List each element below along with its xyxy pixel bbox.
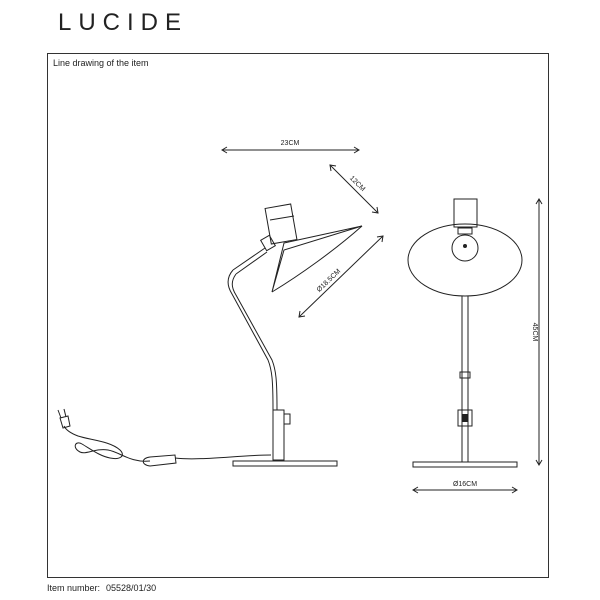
front-socket	[453, 198, 478, 228]
dim-label-shade-depth: 12CM	[348, 175, 366, 193]
side-socket-ring	[269, 215, 295, 221]
dim-label-base-diameter: Ø16CM	[453, 481, 477, 488]
plug	[59, 415, 71, 429]
dim-label-width: 23CM	[281, 140, 300, 147]
front-view-lamp	[407, 198, 523, 468]
plug-pin-b	[63, 408, 67, 418]
side-socket	[264, 203, 298, 245]
side-arm-curve-b	[231, 273, 278, 411]
side-dimension-lines	[221, 146, 384, 318]
coiled-cable	[63, 425, 151, 462]
side-lower-stem	[272, 409, 285, 461]
side-arm-curve-a	[227, 269, 274, 411]
side-switch	[283, 413, 291, 425]
dim-arrow-18-5cm-top	[376, 235, 384, 243]
front-dimension-lines	[412, 198, 543, 494]
front-bulb-filament	[463, 244, 467, 248]
dim-arrow-45cm-bottom	[535, 459, 543, 466]
front-switch-button	[462, 414, 468, 422]
plug-pin-a	[57, 409, 62, 419]
front-base	[412, 461, 518, 468]
side-shade-rim	[271, 225, 363, 293]
front-bulb	[451, 234, 479, 262]
brand-logo: LUCIDE	[58, 8, 220, 38]
front-stem-collar	[459, 371, 471, 379]
dim-arrow-45cm-top	[535, 198, 543, 205]
item-number-label: Item number:	[47, 583, 101, 593]
side-joint	[259, 234, 277, 252]
item-number-row: Item number: 05528/01/30	[47, 583, 162, 593]
side-upper-arm-b	[235, 251, 268, 275]
dim-arrow-16cm-left	[412, 486, 419, 494]
dim-line-18-5cm	[298, 235, 384, 318]
dim-arrow-23cm-right	[353, 146, 360, 154]
dim-arrow-12cm-bottom	[371, 206, 379, 214]
dim-label-shade-diameter: Ø18.5CM	[316, 268, 343, 294]
drawing-frame	[47, 53, 549, 578]
side-base	[232, 460, 338, 467]
front-bulb-cap	[457, 227, 473, 235]
dim-arrow-12cm-top	[329, 164, 337, 172]
dim-label-height: 45CM	[531, 323, 538, 342]
cable-to-switch	[174, 454, 272, 460]
front-shade	[407, 223, 523, 297]
drawing-caption: Line drawing of the item	[53, 58, 149, 68]
item-number-value: 05528/01/30	[106, 583, 157, 593]
side-upper-arm-a	[232, 247, 266, 271]
dim-line-12cm	[329, 164, 379, 214]
inline-switch	[142, 454, 177, 467]
brand-logo-text: LUCIDE	[58, 9, 189, 36]
dim-arrow-23cm-left	[221, 146, 228, 154]
front-switch	[457, 409, 473, 427]
side-view-lamp	[57, 203, 363, 467]
dim-arrow-18-5cm-bottom	[298, 310, 306, 318]
side-shade	[271, 225, 363, 293]
dim-arrow-16cm-right	[511, 486, 518, 494]
